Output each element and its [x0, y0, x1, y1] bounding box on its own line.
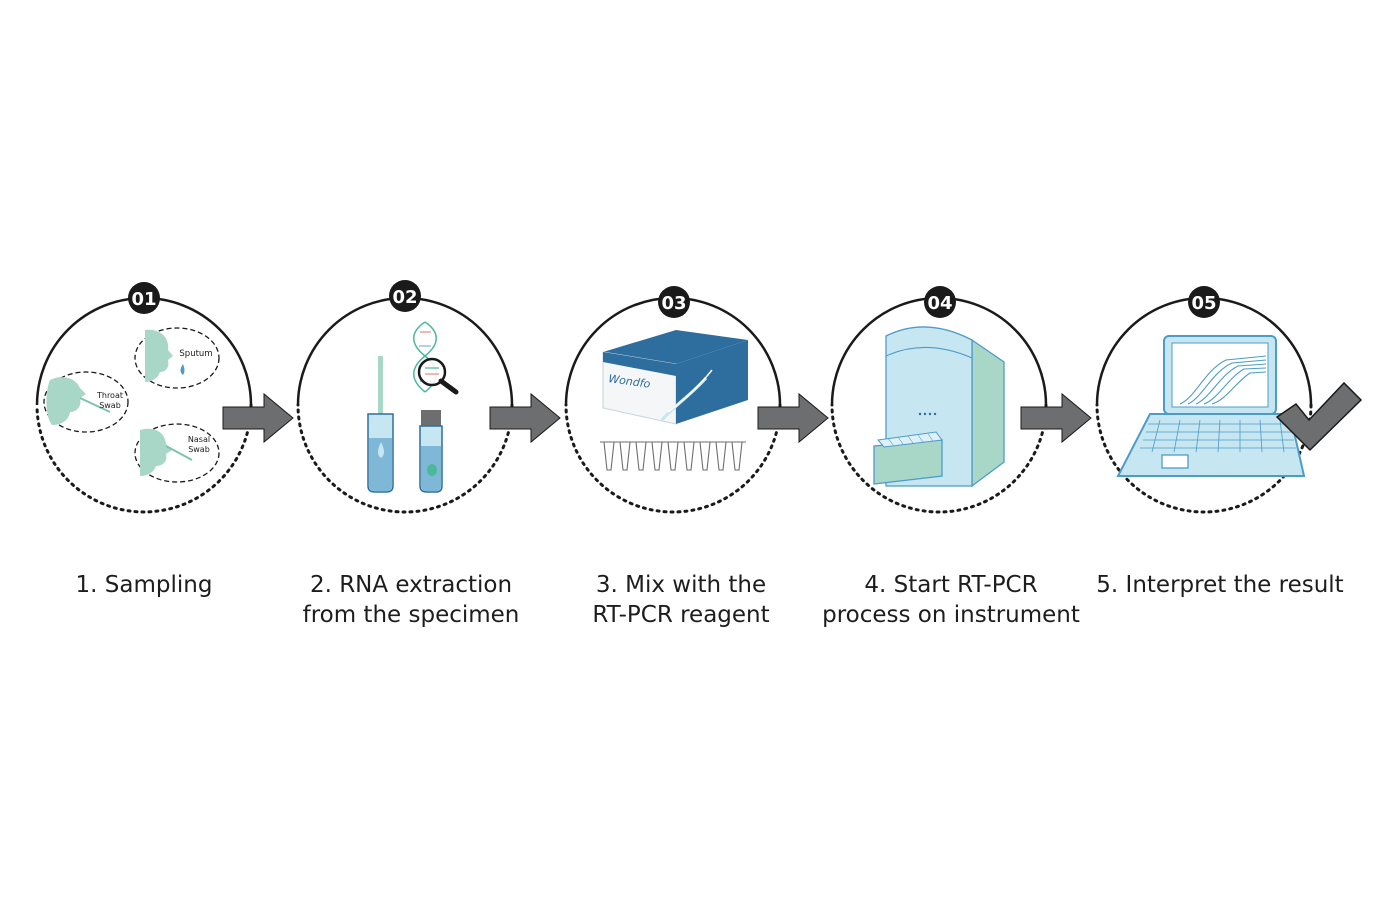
step-5-badge-number: 05: [1191, 293, 1216, 314]
sputum-label: Sputum: [179, 349, 212, 359]
magnifier-icon: [417, 357, 447, 387]
step-2-badge-number: 02: [392, 287, 417, 308]
reagent-kit-top: [603, 330, 748, 364]
sputum-drop-icon: [180, 364, 185, 375]
sputum-bubble: [134, 327, 220, 389]
step-5-caption: 5. Interpret the result: [1075, 570, 1365, 600]
tube-cap-icon: [421, 410, 441, 428]
amplification-curves-icon: [1179, 355, 1267, 405]
laptop-touchpad-icon: [1161, 454, 1189, 469]
arrow-2-icon: [489, 392, 561, 444]
step-4-badge-number: 04: [927, 293, 952, 314]
pcr-instrument-side: [971, 338, 1005, 488]
nasal-swab-label-line2: Swab: [188, 445, 210, 454]
reagent-kit-side: [676, 340, 748, 424]
step-1-caption: 1. Sampling: [0, 570, 289, 600]
step-3-circle-bottom: [564, 403, 782, 514]
sample-plate-icon: [877, 431, 943, 448]
step-2-caption-line1: 2. RNA extraction: [309, 572, 513, 598]
rna-pellet-icon: [427, 464, 437, 476]
step-2: 02: [296, 280, 514, 514]
step-1: Sputum Throat Swab Nasal Swab 01: [35, 282, 253, 514]
drop-icon: [378, 442, 384, 458]
throat-swab-stick-icon: [79, 397, 111, 413]
throat-swab-label-line2: Swab: [99, 401, 121, 410]
step-4-caption-line1: 4. Start RT-PCR: [864, 572, 1038, 598]
step-4-caption: 4. Start RT-PCR process on instrument: [806, 570, 1096, 630]
step-1-circle-bottom: [35, 403, 253, 514]
step-3-caption: 3. Mix with the RT-PCR reagent: [536, 570, 826, 630]
step-3-badge: [658, 286, 690, 318]
throat-swab-label-line1: Throat: [96, 391, 123, 400]
laptop-keyboard-icon: [1116, 413, 1306, 477]
sample-liquid-left: [369, 438, 392, 491]
step-1-badge-number: 01: [131, 289, 156, 310]
arrow-1-icon: [222, 392, 294, 444]
nasal-head-icon: [140, 428, 172, 476]
throat-swab-bubble: [43, 371, 129, 433]
pcr-tube-strip-icon: [600, 441, 746, 471]
step-4-caption-line2: process on instrument: [822, 602, 1080, 628]
step-4: 04: [830, 286, 1048, 514]
step-2-badge: [389, 280, 421, 312]
step-2-caption: 2. RNA extraction from the specimen: [266, 570, 556, 630]
step-3-caption-line1: 3. Mix with the: [595, 572, 767, 598]
step-4-badge: [924, 286, 956, 318]
swab-stick-icon: [378, 356, 383, 426]
step-2-circle-bottom: [296, 403, 514, 514]
step-3-badge-number: 03: [661, 293, 686, 314]
step-2-circle-top: [296, 296, 514, 406]
step-1-caption-line1: 1. Sampling: [75, 572, 213, 598]
arrow-4-icon: [1020, 392, 1092, 444]
step-5-caption-line1: 5. Interpret the result: [1096, 572, 1344, 598]
sputum-head-icon: [145, 329, 173, 382]
step-2-caption-line2: from the specimen: [302, 602, 520, 628]
step-5: 05: [1095, 286, 1313, 514]
step-3: Wondfo 03: [564, 286, 782, 514]
kit-brand-logo: Wondfo: [608, 372, 652, 391]
throat-head-icon: [46, 377, 86, 425]
checkmark-icon: [1275, 381, 1363, 452]
nasal-swab-label-line1: Nasal: [188, 435, 210, 444]
step-5-badge: [1188, 286, 1220, 318]
step-3-caption-line2: RT-PCR reagent: [592, 602, 770, 628]
arrow-3-icon: [757, 392, 829, 444]
nasal-swab-bubble: [134, 423, 220, 483]
step-4-circle-bottom: [830, 403, 1048, 514]
step-1-badge: [128, 282, 160, 314]
nasal-swab-stick-icon: [165, 445, 193, 461]
